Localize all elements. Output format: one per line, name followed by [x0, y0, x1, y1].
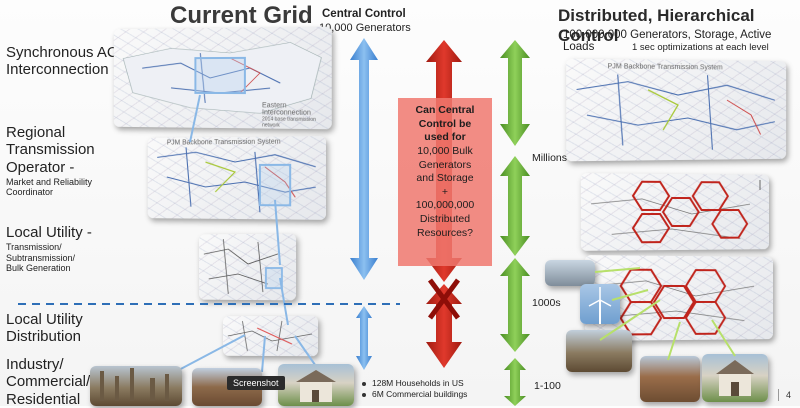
house-icon [296, 370, 336, 402]
residential-photo [278, 364, 354, 406]
callout-line: and Storage [416, 172, 474, 185]
level-label-text: Synchronous AC Interconnection [6, 44, 118, 79]
level-label: Regional Transmission Operator - [6, 124, 95, 176]
scale-label-hundred: 1-100 [534, 380, 561, 392]
scale-label-millions: Millions [532, 152, 568, 164]
distributed-hex-map-1 [580, 173, 770, 251]
green-arrow-4 [504, 358, 526, 406]
distributed-control-title: Distributed, Hierarchical Control [558, 6, 755, 45]
callout-line: 10,000 Bulk [417, 144, 473, 157]
level-regional-transmission: Regional Transmission Operator - Market … [6, 124, 95, 197]
house-icon-right [716, 360, 754, 396]
level-industry: Industry/ Commercial/ Residential [6, 356, 90, 408]
rto-map: PJM Backbone Transmission System [147, 136, 327, 220]
green-arrow-1 [500, 40, 530, 146]
map-label-pjm-right: PJM Backbone Transmission System [607, 63, 723, 72]
central-control-subtitle: 10,000 Generators [319, 22, 411, 34]
green-arrow-3 [500, 258, 530, 352]
callout-line: + [441, 185, 449, 198]
industrial-plant-photo [566, 330, 632, 372]
wind-turbine-icon [588, 287, 612, 324]
blue-arrow-lower [356, 306, 372, 370]
callout-line: Distributed [419, 213, 471, 226]
bullet-icon [362, 381, 366, 386]
callout-line: used for [424, 131, 466, 144]
house-photo [702, 354, 768, 402]
callout-line: 100,000,000 [415, 199, 475, 212]
level-local-distribution: Local Utility Distribution [6, 311, 83, 346]
interconnection-map: Eastern Interconnection 2014 base transm… [113, 26, 332, 130]
wind-turbine-photo [580, 284, 620, 324]
level-sublabel: Transmission/ Subtransmission/ Bulk Gene… [6, 242, 76, 273]
level-label: Local Utility Distribution [6, 311, 83, 346]
red-arrow-lower [426, 284, 462, 368]
page-number-divider [778, 389, 779, 401]
screenshot-tag: Screenshot [227, 376, 285, 390]
distribution-map-graphic [223, 316, 318, 356]
distributed-control-subtitle-2: 1 sec optimizations at each level [632, 42, 769, 53]
industry-photo [90, 366, 182, 406]
blue-arrow-upper [350, 38, 378, 280]
distribution-map [222, 315, 319, 357]
bullet-text: 6M Commercial buildings [372, 389, 468, 400]
scale-label-thousands: 1000s [532, 297, 561, 309]
callout-line: Resources? [416, 226, 474, 239]
level-sublabel: Market and Reliability Coordinator [6, 176, 93, 198]
central-control-question-box: Can Central Control be used for 10,000 B… [398, 98, 492, 266]
callout-line: Control be [418, 117, 472, 130]
bullet-item: 128M Households in US [362, 378, 467, 389]
local-utility-map [199, 233, 297, 301]
level-label: Local Utility - [6, 224, 92, 241]
bullet-icon [362, 392, 366, 397]
bullet-text: 128M Households in US [372, 378, 464, 388]
household-bullets: 128M Households in US 6M Commercial buil… [362, 378, 467, 400]
office-building-photo [640, 356, 700, 402]
interconnection-map-graphic [114, 27, 332, 130]
map-label-pjm: PJM Backbone Transmission System [166, 138, 281, 147]
green-arrow-2 [500, 156, 530, 256]
hex-grid-graphic [581, 173, 769, 251]
map-label-network: 2014 base transmission network [262, 116, 317, 129]
level-synchronous-ac: Synchronous AC Interconnection [6, 44, 118, 79]
level-label: Synchronous AC Interconnection [6, 44, 118, 79]
level-local-utility: Local Utility - Transmission/ Subtransmi… [6, 224, 92, 273]
central-control-title: Central Control [322, 8, 406, 20]
distributed-backbone-map: PJM Backbone Transmission System [566, 58, 787, 162]
distributed-control-subtitle-1: 100,000,000 Generators, Storage, Active … [563, 29, 772, 53]
page-number: 4 [786, 390, 792, 400]
red-x-mark [427, 278, 461, 320]
backbone-map-graphic [566, 59, 786, 162]
level-label: Industry/ Commercial/ Residential [6, 356, 91, 408]
rto-map-graphic [148, 136, 326, 220]
callout-line: Generators [418, 158, 472, 171]
factory-icon [100, 368, 169, 401]
page-title: Current Grid [170, 2, 313, 29]
bullet-item: 6M Commercial buildings [362, 389, 467, 400]
storage-photo [545, 260, 595, 286]
callout-line: Can Central [415, 104, 475, 116]
local-utility-map-graphic [199, 234, 296, 301]
